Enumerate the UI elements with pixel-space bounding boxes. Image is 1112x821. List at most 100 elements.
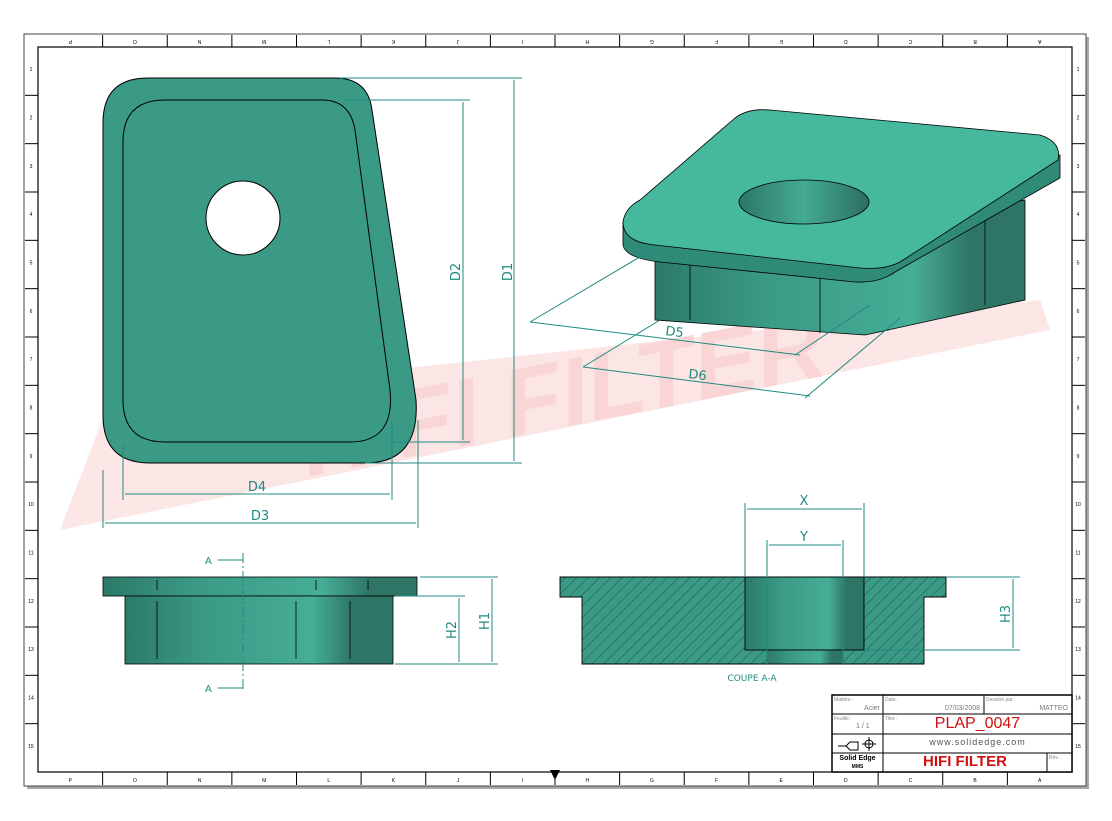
- section-dimensions: [744, 503, 1020, 664]
- border-row-label: 14: [28, 696, 34, 702]
- border-column-label: B: [973, 38, 977, 44]
- border-column-label: L: [327, 778, 330, 784]
- border-row-label: 2: [1077, 116, 1080, 122]
- border-column-label: H: [585, 38, 589, 44]
- border-column-label: E: [779, 38, 783, 44]
- border-row-label: 7: [1077, 357, 1080, 363]
- border-column-label: A: [1038, 778, 1042, 784]
- border-column-label: A: [1037, 38, 1041, 44]
- border-column-label: I: [522, 778, 523, 784]
- border-row-label: 12: [28, 599, 34, 605]
- section-view: [559, 576, 947, 665]
- border-column-label: D: [844, 38, 848, 44]
- section-caption: COUPE A-A: [727, 674, 777, 684]
- border-column-label: M: [262, 778, 266, 784]
- border-row-label: 5: [30, 261, 33, 267]
- software-name: Solid Edge: [839, 755, 876, 762]
- border-column-label: C: [909, 778, 913, 784]
- file-label: Rév. :: [1049, 755, 1062, 761]
- dim-y: Y: [799, 530, 808, 545]
- date-value: 07/03/2008: [945, 705, 981, 712]
- border-row-label: 13: [1075, 647, 1081, 653]
- dim-x: X: [800, 494, 809, 509]
- side-dimensions: [218, 553, 498, 692]
- solid-edge-logo-icon: [838, 737, 876, 751]
- border-row-label: 1: [30, 67, 33, 73]
- border-row-label: 13: [28, 647, 34, 653]
- border-row-label: 10: [1075, 502, 1081, 508]
- border-column-label: F: [715, 778, 718, 784]
- company-name: HIFI FILTER: [923, 753, 1007, 770]
- border-column-label: L: [327, 38, 330, 44]
- border-column-label: O: [133, 38, 137, 44]
- scale-label: Feuille :: [834, 716, 852, 722]
- border-row-label: 3: [30, 164, 33, 170]
- dim-h1: H1: [478, 612, 493, 630]
- website: www.solidedge.com: [929, 737, 1026, 747]
- border-row-label: 8: [1077, 406, 1080, 412]
- border-row-label: 10: [28, 502, 34, 508]
- border-row-label: 15: [1075, 744, 1081, 750]
- border-row-label: 12: [1075, 599, 1081, 605]
- border-row-label: 7: [30, 357, 33, 363]
- border-column-label: N: [198, 778, 202, 784]
- border-column-label: P: [69, 778, 73, 784]
- border-row-label: 11: [1075, 551, 1080, 557]
- title-block: Matière : Acier Date : 07/03/2008 Dessin…: [832, 695, 1072, 772]
- dim-d3: D3: [251, 509, 269, 524]
- border-column-label: I: [522, 38, 523, 44]
- dim-h2: H2: [445, 621, 460, 639]
- iso-dimensions: [529, 247, 901, 399]
- border-row-label: 14: [1075, 696, 1081, 702]
- dim-h3: H3: [999, 605, 1014, 623]
- border-column-label: G: [650, 778, 654, 784]
- border-row-label: 2: [30, 116, 33, 122]
- front-dimensions: [102, 77, 522, 528]
- border-row-label: 11: [28, 551, 33, 557]
- border-column-label: P: [68, 38, 72, 44]
- border-row-label: 15: [28, 744, 34, 750]
- border-row-label: 3: [1077, 164, 1080, 170]
- border-column-label: N: [197, 38, 201, 44]
- border-row-label: 4: [1077, 212, 1080, 218]
- dim-d6: D6: [688, 367, 708, 384]
- dim-d1: D1: [501, 263, 516, 281]
- front-view: [102, 77, 417, 464]
- border-row-label: 9: [30, 454, 33, 460]
- border-column-label: K: [392, 778, 396, 784]
- border-column-label: G: [650, 38, 654, 44]
- border-column-label: M: [262, 38, 266, 44]
- border-column-label: K: [391, 38, 395, 44]
- center-mark-icon: [550, 770, 560, 780]
- isometric-view: [622, 109, 1061, 336]
- drawn-by-label: Dessiné par :: [986, 697, 1016, 703]
- border-column-label: D: [844, 778, 848, 784]
- title-label: Titre :: [885, 716, 898, 722]
- border-row-label: 6: [1077, 309, 1080, 315]
- dim-d5: D5: [665, 324, 685, 341]
- border-row-label: 4: [30, 212, 33, 218]
- border-row-label: 1: [1077, 67, 1080, 73]
- border-column-label: J: [457, 778, 460, 784]
- material-label: Matière :: [834, 697, 854, 703]
- border-column-label: J: [456, 38, 459, 44]
- material-value: Acier: [864, 705, 880, 712]
- section-marker-top: A: [205, 556, 212, 567]
- dim-d4: D4: [248, 480, 266, 495]
- side-view: [102, 576, 418, 665]
- scale-value: 1 / 1: [856, 723, 870, 730]
- hole: [205, 180, 281, 256]
- border-row-label: 9: [1077, 454, 1080, 460]
- border-row-label: 8: [30, 406, 33, 412]
- title-block-frame: [831, 694, 1073, 773]
- section-marker-bottom: A: [205, 684, 212, 695]
- dim-d2: D2: [449, 263, 464, 281]
- border-column-label: B: [973, 778, 977, 784]
- border-column-label: C: [908, 38, 912, 44]
- border-column-label: H: [586, 778, 590, 784]
- software-sub: MMS: [851, 764, 864, 770]
- part-number: PLAP_0047: [934, 715, 1021, 732]
- border-row-label: 6: [30, 309, 33, 315]
